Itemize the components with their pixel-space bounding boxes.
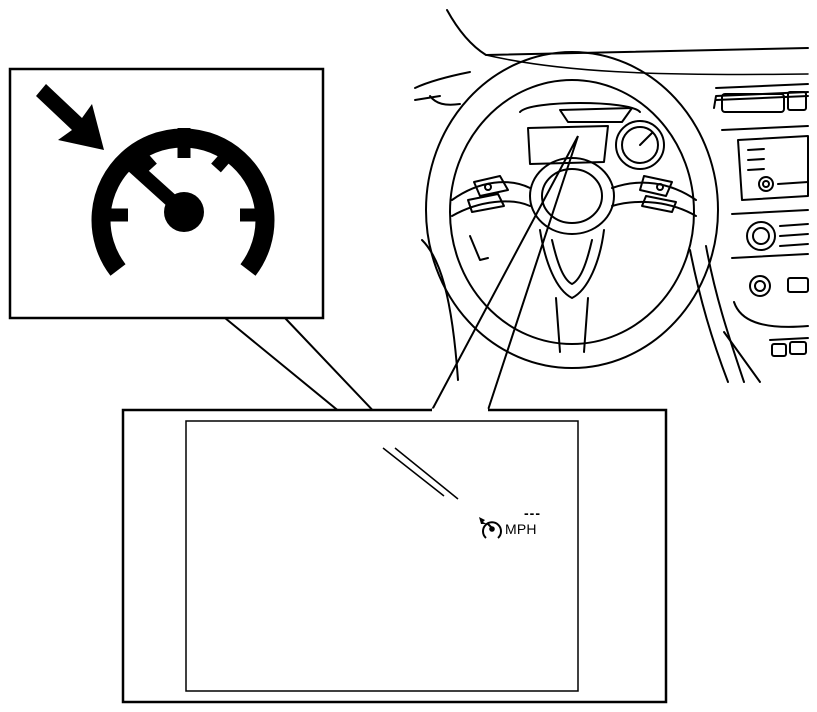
set-speed-placeholder: --- (524, 505, 541, 521)
arrow-icon (36, 84, 104, 150)
dashboard-illustration (414, 9, 809, 383)
enlarged-icon-callout (8, 67, 325, 320)
meter-display-callout (121, 408, 668, 704)
cruise-speedometer-icon-large (91, 128, 275, 276)
cruise-speedometer-icon (479, 517, 502, 539)
speed-unit-label: MPH (505, 521, 537, 537)
meter-display-screen (185, 420, 579, 692)
